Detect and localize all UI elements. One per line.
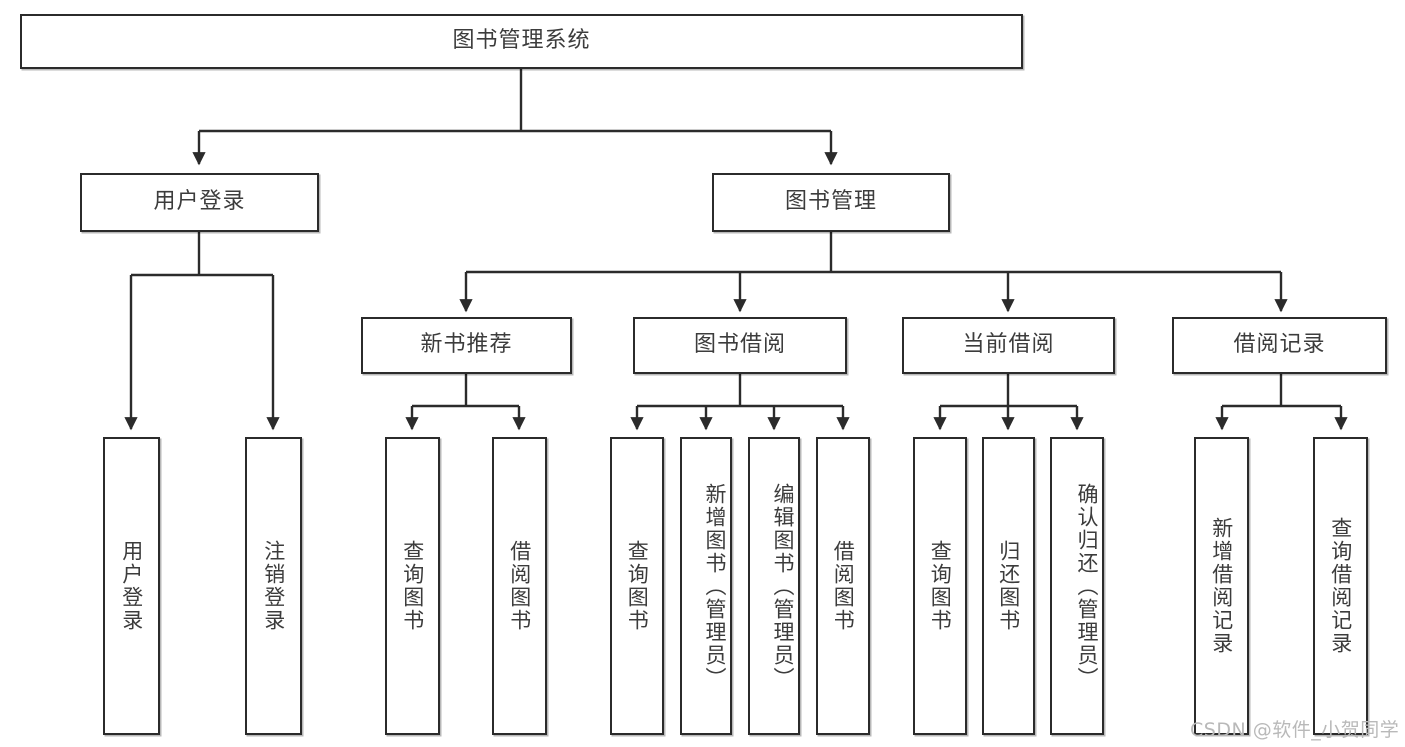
leaf-user-login-login[interactable]: 用户登录 bbox=[103, 437, 160, 735]
node-new-book-recommend[interactable]: 新书推荐 bbox=[361, 317, 572, 374]
node-borrow-record[interactable]: 借阅记录 bbox=[1172, 317, 1387, 374]
leaf-user-login-logout[interactable]: 注销登录 bbox=[245, 437, 302, 735]
leaf-borrow-record-query[interactable]: 查询借阅记录 bbox=[1313, 437, 1368, 735]
leaf-new-book-query[interactable]: 查询图书 bbox=[385, 437, 440, 735]
node-label: 注销登录 bbox=[261, 540, 286, 632]
node-label: 图书借阅 bbox=[693, 332, 786, 358]
node-label: 查询图书 bbox=[400, 540, 425, 632]
node-label: 归还图书 bbox=[996, 540, 1021, 632]
leaf-current-borrow-confirm-return[interactable]: 确认归还（管理员） bbox=[1050, 437, 1104, 735]
node-current-borrow[interactable]: 当前借阅 bbox=[902, 317, 1115, 374]
node-label: 借阅图书 bbox=[831, 540, 856, 632]
watermark-csdn: CSDN @软件_小贺同学 bbox=[1190, 719, 1400, 741]
leaf-book-borrow-add[interactable]: 新增图书（管理员） bbox=[680, 437, 732, 735]
node-label: 查询借阅记录 bbox=[1328, 517, 1353, 655]
node-book-management[interactable]: 图书管理 bbox=[712, 173, 950, 232]
leaf-current-borrow-return[interactable]: 归还图书 bbox=[982, 437, 1035, 735]
node-label: 查询图书 bbox=[625, 540, 650, 632]
leaf-current-borrow-query[interactable]: 查询图书 bbox=[913, 437, 967, 735]
node-user-login[interactable]: 用户登录 bbox=[80, 173, 319, 232]
node-label: 新增借阅记录 bbox=[1209, 517, 1234, 655]
leaf-book-borrow-query[interactable]: 查询图书 bbox=[610, 437, 664, 735]
node-label: 确认归还（管理员） bbox=[1075, 482, 1099, 690]
node-label: 图书管理 bbox=[784, 189, 877, 215]
node-root-book-management-system[interactable]: 图书管理系统 bbox=[20, 14, 1023, 69]
node-label: 图书管理系统 bbox=[452, 28, 591, 54]
node-label: 用户登录 bbox=[153, 189, 246, 215]
node-label: 编辑图书（管理员） bbox=[771, 482, 795, 690]
node-label: 新增图书（管理员） bbox=[703, 482, 727, 690]
node-label: 新书推荐 bbox=[420, 332, 513, 358]
node-label: 借阅记录 bbox=[1233, 332, 1326, 358]
node-label: 查询图书 bbox=[928, 540, 953, 632]
leaf-book-borrow-edit[interactable]: 编辑图书（管理员） bbox=[748, 437, 800, 735]
leaf-new-book-borrow[interactable]: 借阅图书 bbox=[492, 437, 547, 735]
node-book-borrow[interactable]: 图书借阅 bbox=[633, 317, 847, 374]
leaf-borrow-record-add[interactable]: 新增借阅记录 bbox=[1194, 437, 1249, 735]
leaf-book-borrow-borrow[interactable]: 借阅图书 bbox=[816, 437, 870, 735]
node-label: 用户登录 bbox=[119, 540, 144, 632]
node-label: 借阅图书 bbox=[507, 540, 532, 632]
node-label: 当前借阅 bbox=[962, 332, 1055, 358]
